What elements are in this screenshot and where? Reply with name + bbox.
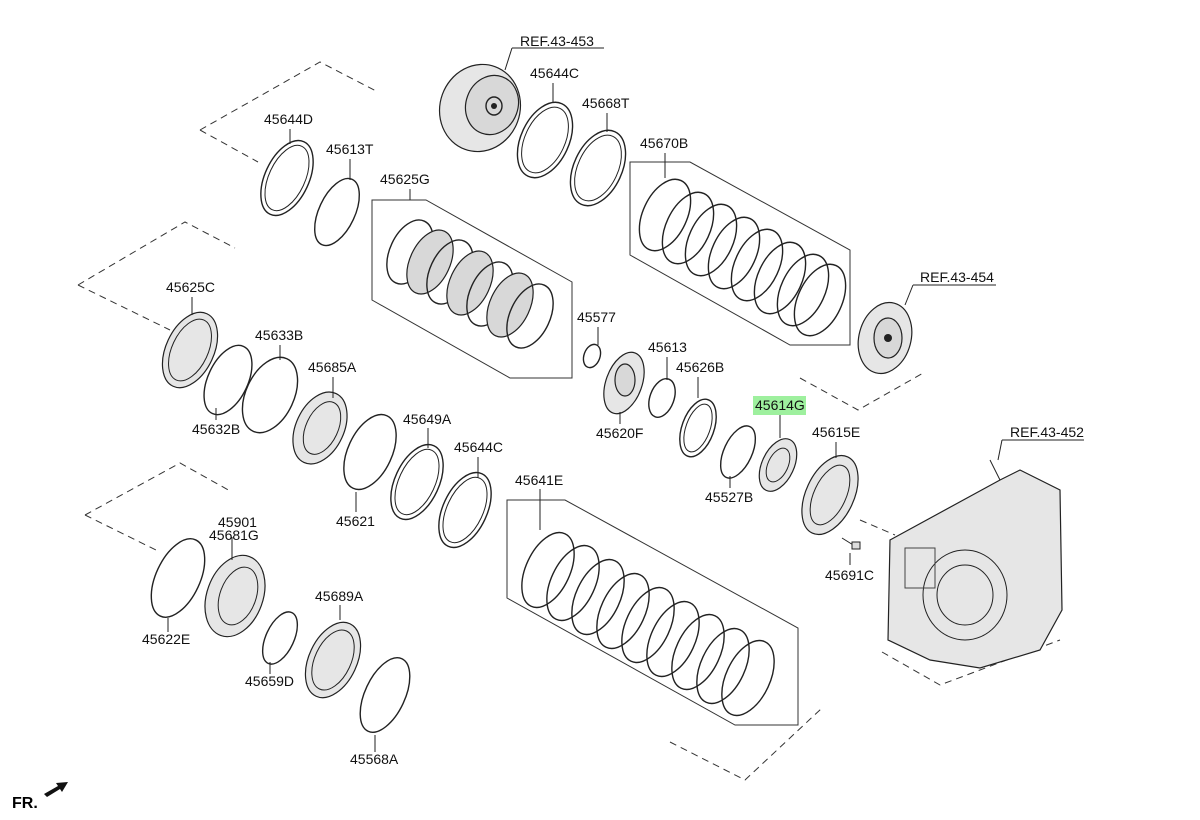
part-label-45633B[interactable]: 45633B	[255, 327, 303, 343]
plate-45689A-icon	[304, 621, 362, 699]
snap-ring-45613T-icon	[313, 177, 361, 247]
part-label-45622E[interactable]: 45622E	[142, 631, 190, 647]
ring-45644C-top-icon	[516, 101, 574, 179]
part-label-45568A[interactable]: 45568A	[350, 751, 399, 767]
part-label-45641E[interactable]: 45641E	[515, 472, 563, 488]
part-label-45659D[interactable]: 45659D	[245, 673, 294, 689]
snap-ring-45621-icon	[343, 413, 397, 491]
drum-45681G-icon	[204, 554, 266, 638]
part-label-45644C-mid[interactable]: 45644C	[454, 439, 503, 455]
transmission-case-icon	[887, 459, 1063, 669]
phantom-lines	[77, 61, 1061, 781]
ref-43-454-label[interactable]: REF.43-454	[920, 269, 994, 285]
snap-ring-45622E-icon	[150, 538, 206, 618]
ref-43-453-label[interactable]: REF.43-453	[520, 33, 594, 49]
part-label-45625G[interactable]: 45625G	[380, 171, 430, 187]
part-label-45668T[interactable]: 45668T	[582, 95, 630, 111]
part-label-45527B[interactable]: 45527B	[705, 489, 753, 505]
clutch-pack-45625G-icon	[386, 219, 554, 349]
front-direction-marker: FR.	[12, 782, 68, 812]
housing-45615E-icon	[801, 455, 859, 535]
selected-part-highlight	[753, 396, 806, 415]
retainer-45625C-icon	[161, 311, 219, 389]
gear-45620F-icon	[603, 351, 645, 415]
part-label-45649A[interactable]: 45649A	[403, 411, 452, 427]
washer-45577-icon	[582, 343, 602, 369]
front-marker-label: FR.	[12, 795, 38, 812]
plate-45614G-icon	[758, 438, 798, 492]
snap-ring-45659D-icon	[261, 611, 299, 665]
part-label-45613T[interactable]: 45613T	[326, 141, 374, 157]
bearing-45685A-icon	[292, 391, 348, 465]
leader-lines	[167, 47, 1084, 752]
pump-housing-icon	[438, 63, 522, 153]
part-label-45689A[interactable]: 45689A	[315, 588, 364, 604]
ring-45644D-icon	[260, 139, 314, 217]
ref-43-452-label[interactable]: REF.43-452	[1010, 424, 1084, 440]
front-arrow-icon	[44, 782, 68, 797]
part-labels: REF.43-453 REF.43-454 REF.43-452 45644C …	[142, 33, 1084, 767]
group-frames	[371, 161, 851, 726]
ring-45527B-icon	[719, 425, 757, 479]
part-label-45620F[interactable]: 45620F	[596, 425, 643, 441]
clutch-pack-45670B-icon	[638, 178, 847, 337]
part-label-45632B[interactable]: 45632B	[192, 421, 240, 437]
part-label-45621[interactable]: 45621	[336, 513, 375, 529]
part-label-45691C[interactable]: 45691C	[825, 567, 874, 583]
gear-ref-454-icon	[857, 301, 913, 375]
part-label-45644D[interactable]: 45644D	[264, 111, 313, 127]
ring-45668T-icon	[569, 129, 627, 207]
part-label-45644C-top[interactable]: 45644C	[530, 65, 579, 81]
ring-45633B-icon	[241, 356, 299, 434]
part-label-45614G[interactable]: 45614G	[755, 397, 805, 413]
part-label-45577[interactable]: 45577	[577, 309, 616, 325]
part-label-45901[interactable]: 45901	[218, 514, 257, 530]
ring-45626B-icon	[679, 398, 717, 458]
clutch-pack-45641E-icon	[521, 531, 775, 717]
ring-45649A-icon	[390, 443, 444, 521]
part-label-45615E[interactable]: 45615E	[812, 424, 860, 440]
part-label-45670B[interactable]: 45670B	[640, 135, 688, 151]
part-label-45613[interactable]: 45613	[648, 339, 687, 355]
part-label-45685A[interactable]: 45685A	[308, 359, 357, 375]
snap-ring-45568A-icon	[359, 657, 411, 733]
snap-ring-45613-icon	[648, 378, 676, 418]
ring-45644C-mid-icon	[438, 471, 492, 549]
part-label-45681G[interactable]: 45681G	[209, 527, 259, 543]
part-label-45626B[interactable]: 45626B	[676, 359, 724, 375]
part-label-45625C[interactable]: 45625C	[166, 279, 215, 295]
bolt-45691C-icon	[841, 537, 861, 550]
